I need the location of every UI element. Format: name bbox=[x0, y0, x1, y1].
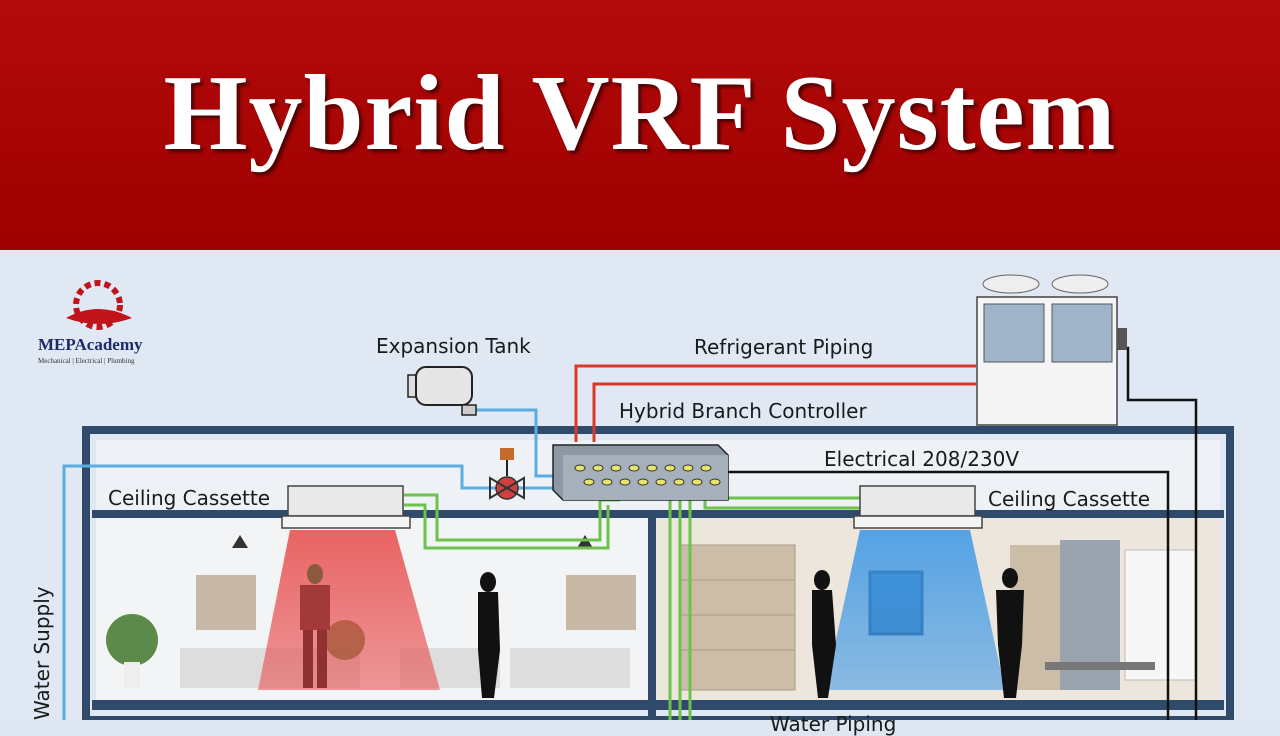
hybrid-branch-controller bbox=[552, 444, 729, 501]
water-piping bbox=[62, 408, 560, 720]
people bbox=[300, 564, 1024, 698]
logo-name: MEPAcademy bbox=[38, 335, 143, 354]
outdoor-vrf-unit bbox=[976, 274, 1127, 426]
refrigerant-piping bbox=[574, 364, 976, 442]
ceiling-cassette-right-label: Ceiling Cassette bbox=[988, 487, 1151, 511]
logo-tagline: Mechanical | Electrical | Plumbing bbox=[38, 357, 135, 365]
title-banner: Hybrid VRF System bbox=[0, 0, 1280, 250]
cooling-airflow bbox=[825, 530, 1005, 690]
system-diagram bbox=[62, 274, 1234, 720]
ceiling-cassette-left-label: Ceiling Cassette bbox=[108, 486, 271, 510]
hybrid-branch-controller-label: Hybrid Branch Controller bbox=[619, 399, 867, 423]
water-piping-label: Water Piping bbox=[770, 712, 897, 736]
ceiling-cassette-right-unit bbox=[853, 485, 983, 529]
refrigerant-piping-label: Refrigerant Piping bbox=[694, 335, 874, 359]
mep-academy-logo bbox=[66, 280, 132, 330]
expansion-tank-label: Expansion Tank bbox=[376, 334, 531, 358]
expansion-tank bbox=[407, 366, 477, 416]
valve bbox=[489, 448, 525, 500]
electrical-label: Electrical 208/230V bbox=[824, 447, 1020, 471]
ceiling-cassette-left-unit bbox=[281, 485, 411, 529]
water-supply-label: Water Supply bbox=[30, 586, 54, 720]
page-title: Hybrid VRF System bbox=[163, 54, 1117, 173]
